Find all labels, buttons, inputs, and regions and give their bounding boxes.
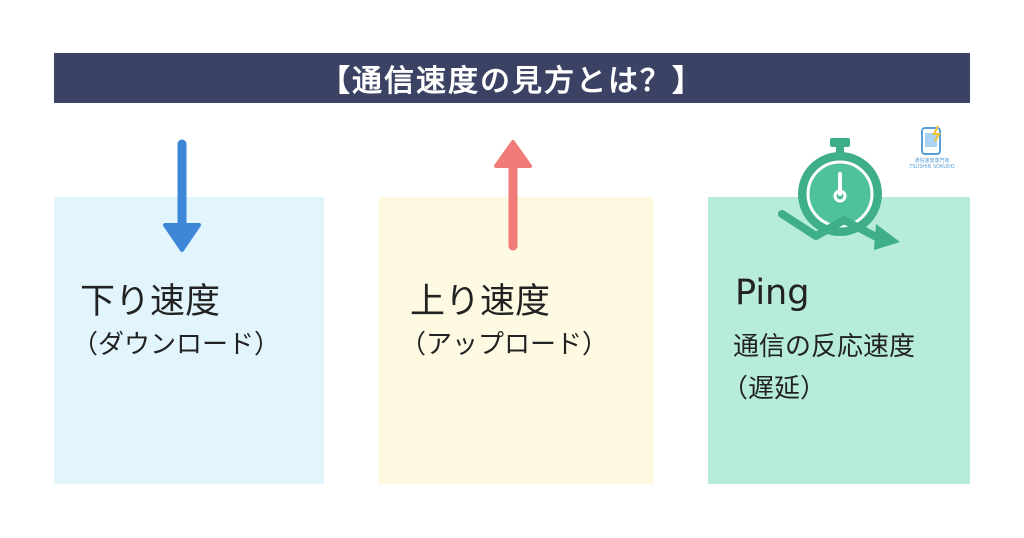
ping-card	[708, 197, 970, 484]
download-sublabel: （ダウンロード）	[72, 330, 281, 360]
page-title: 【通信速度の見方とは？】	[320, 64, 704, 99]
stopwatch-icon	[778, 138, 900, 250]
download-arrow-icon	[163, 139, 201, 252]
download-label: 下り速度	[80, 282, 221, 322]
ping-sublabel: 通信の反応速度	[733, 332, 916, 362]
brand-logo: 通信速度専門家 TSUSHIN SOKUDO	[908, 124, 956, 174]
upload-sublabel: （アップロード）	[400, 330, 609, 360]
upload-arrow-icon	[494, 140, 532, 251]
phone-logo-icon	[921, 125, 941, 155]
logo-caption: 通信速度専門家	[914, 158, 950, 164]
title-bar: 【通信速度の見方とは？】	[54, 53, 970, 103]
logo-caption-sub: TSUSHIN SOKUDO	[909, 164, 955, 170]
ping-sublabel-latency: （遅延）	[722, 374, 827, 404]
upload-label: 上り速度	[410, 282, 551, 322]
ping-label: Ping	[735, 273, 810, 313]
download-card	[54, 197, 324, 484]
